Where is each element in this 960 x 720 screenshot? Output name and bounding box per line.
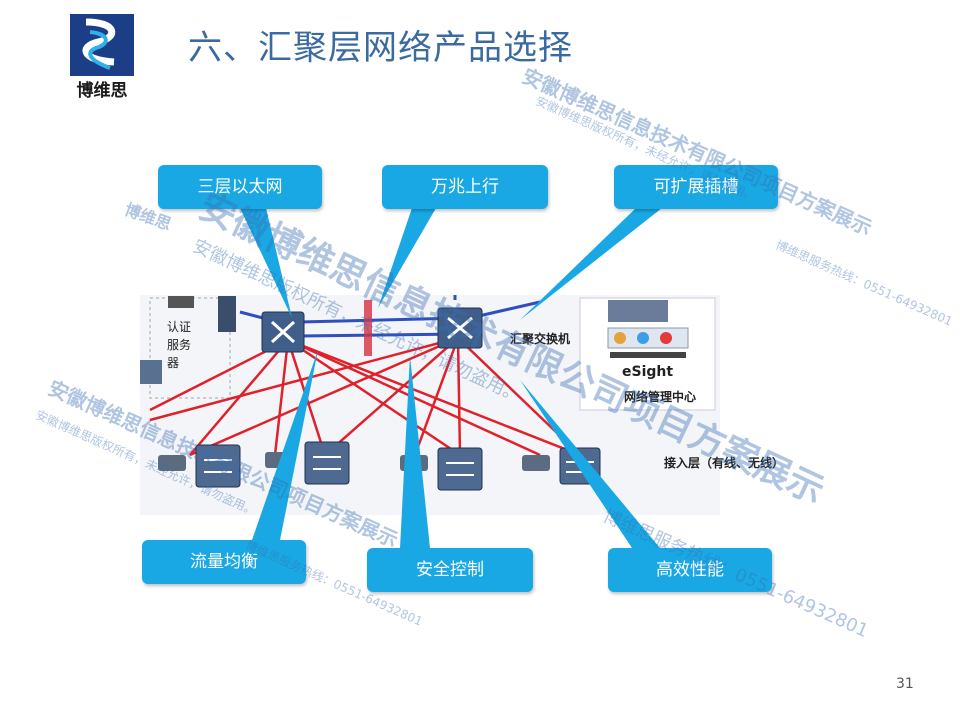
logo-text: 博维思 <box>76 81 128 101</box>
company-logo-icon <box>70 14 134 76</box>
page-title: 六、汇聚层网络产品选择 <box>188 28 573 68</box>
page-number: 31 <box>896 676 914 692</box>
core-switch-right <box>437 307 483 349</box>
nms-center-label: 网络管理中心 <box>624 390 697 404</box>
firewall-link <box>364 300 372 356</box>
access-switches <box>195 441 601 491</box>
esight-label: eSight <box>622 364 674 380</box>
pc-icon <box>140 360 162 384</box>
callout-pointers <box>240 208 662 548</box>
callout-expandable-slots: 可扩展插槽 <box>614 165 778 209</box>
esight-screens <box>607 300 689 358</box>
auth-server-label: 认证服务器 <box>167 320 192 370</box>
aggregation-switch-label: 汇聚交换机 <box>510 332 571 346</box>
server-rack-icon <box>218 296 236 332</box>
core-switch-left <box>261 311 305 353</box>
access-layer-label: 接入层（有线、无线） <box>664 456 785 470</box>
callout-security-control: 安全控制 <box>367 548 533 592</box>
callout-three-layer-ethernet: 三层以太网 <box>158 165 322 209</box>
callout-10g-uplink: 万兆上行 <box>382 165 548 209</box>
server-icon <box>168 296 194 308</box>
callout-high-performance: 高效性能 <box>608 548 772 592</box>
callout-traffic-balance: 流量均衡 <box>142 540 306 584</box>
